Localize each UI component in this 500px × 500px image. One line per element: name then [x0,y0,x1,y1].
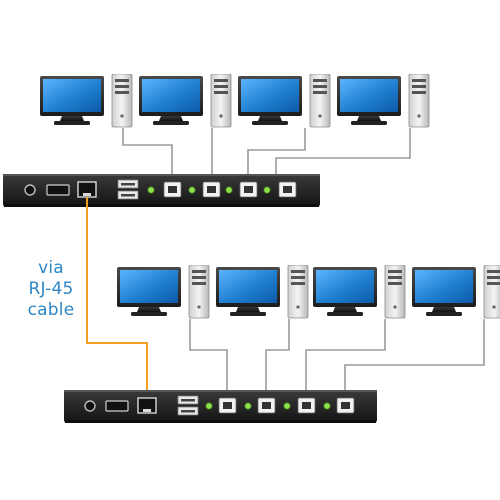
led-1 [147,186,155,194]
led-2 [188,186,196,194]
usb-cable-8 [344,319,485,393]
cable-group-bottom [189,319,485,393]
computer-1 [40,74,133,128]
led-6 [244,402,252,410]
cable-group-top [122,128,411,177]
computer-group-bottom [117,265,500,319]
led-4 [263,186,271,194]
power-jack [24,184,36,196]
console-port [105,400,129,412]
led-7 [283,402,291,410]
computer-4 [337,74,430,128]
usb-cable-4 [275,128,411,177]
rj45-port-bottom [137,397,157,414]
computer-5 [117,265,210,319]
computer-6 [216,265,309,319]
rj45-cable [86,197,148,398]
computer-3 [238,74,331,128]
caption-line-cable: cable [27,300,75,320]
usb-a-ports [177,395,199,416]
usb-cable-3 [247,128,306,177]
console-port [46,184,70,196]
usb-cable-7 [305,319,386,393]
caption-line-rj45: RJ-45 [28,279,74,299]
computer-7 [313,265,406,319]
usb-cable-6 [265,319,290,393]
led-3 [225,186,233,194]
computer-2 [139,74,232,128]
power-jack [84,400,96,412]
usb-a-ports [117,179,139,200]
led-5 [205,402,213,410]
usb-cable-1 [122,128,173,177]
computer-8 [412,265,500,319]
kvm-switch-top [3,174,320,207]
computer-group-top [40,74,430,128]
caption-line-via: via [38,258,64,278]
usb-cable-5 [189,319,228,393]
rj45-caption: via RJ-45 cable [14,258,88,321]
kvm-switch-bottom [64,390,377,423]
led-8 [323,402,331,410]
